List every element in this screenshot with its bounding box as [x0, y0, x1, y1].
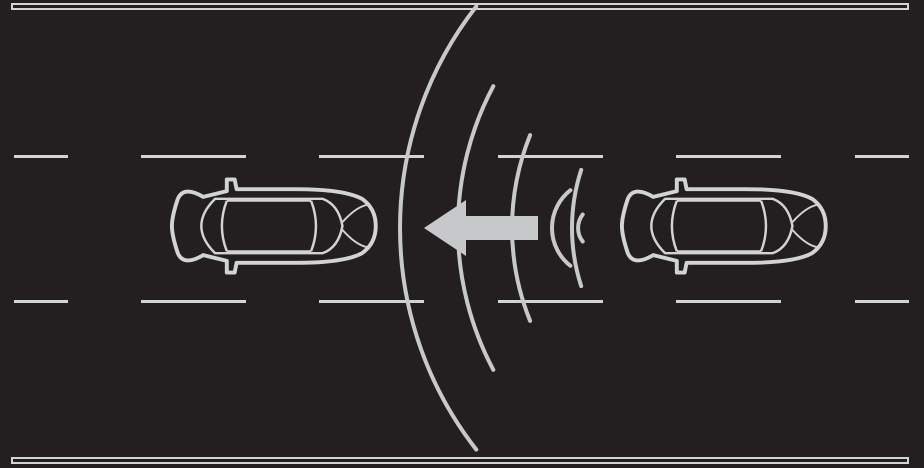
radar-wave-arc — [549, 188, 573, 268]
lane-dash — [141, 300, 246, 303]
lane-dash — [14, 300, 68, 303]
road-edge-top — [11, 3, 909, 10]
lead-vehicle — [169, 177, 378, 275]
lane-markings — [14, 155, 909, 303]
lane-dash — [855, 300, 909, 303]
radar-wave-arc — [576, 212, 585, 244]
direction-arrow — [424, 200, 538, 256]
radar-wave-arc — [398, 4, 479, 452]
lane-dash — [14, 155, 68, 158]
lane-dash — [141, 155, 246, 158]
following-vehicle — [619, 177, 828, 275]
lane-dash — [676, 155, 781, 158]
lane-dash — [498, 300, 603, 303]
lane-dash — [676, 300, 781, 303]
lane-dash — [319, 300, 424, 303]
radar-wave-arc — [570, 167, 584, 289]
road-edges — [11, 3, 909, 464]
lane-dash — [855, 155, 909, 158]
lane-dash — [498, 155, 603, 158]
lane-dash — [319, 155, 424, 158]
road-edge-bottom — [11, 457, 909, 464]
